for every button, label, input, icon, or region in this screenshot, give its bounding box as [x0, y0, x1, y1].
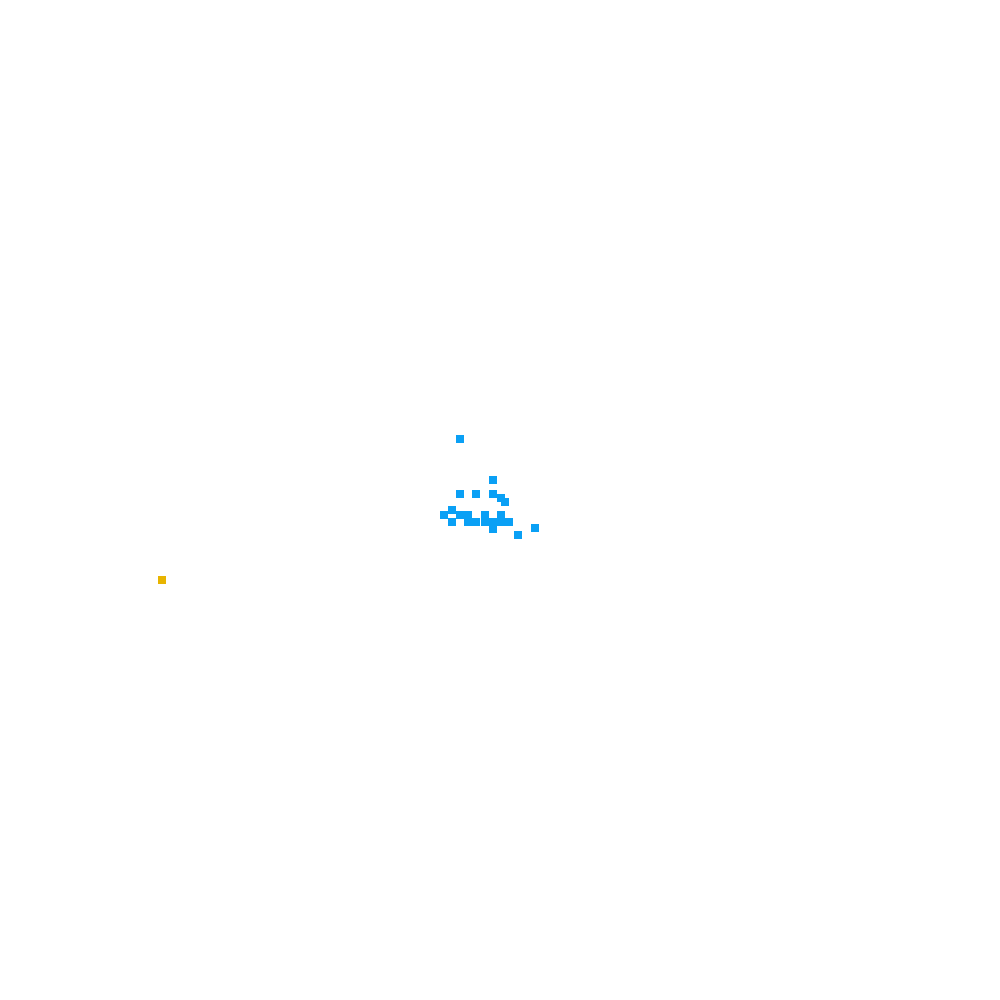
blue-pixel [501, 498, 509, 506]
blue-pixel [472, 490, 480, 498]
blue-pixel [497, 518, 505, 526]
blue-pixel [481, 511, 489, 519]
blue-pixel [489, 476, 497, 484]
blue-pixel [448, 506, 456, 514]
blue-pixel [489, 518, 497, 526]
blue-pixel [456, 490, 464, 498]
blue-pixel [464, 518, 472, 526]
blue-pixel [497, 511, 505, 519]
blue-pixel [531, 524, 539, 532]
blue-pixel [505, 518, 513, 526]
blue-pixel [456, 511, 464, 519]
yellow-pixel [158, 576, 166, 584]
blue-pixel [481, 518, 489, 526]
blue-pixel [464, 511, 472, 519]
blue-pixel [514, 531, 522, 539]
blue-pixel [489, 490, 497, 498]
blue-pixel [440, 511, 448, 519]
blue-pixel [448, 518, 456, 526]
blue-pixel [472, 518, 480, 526]
blue-pixel [456, 435, 464, 443]
blue-pixel [489, 525, 497, 533]
